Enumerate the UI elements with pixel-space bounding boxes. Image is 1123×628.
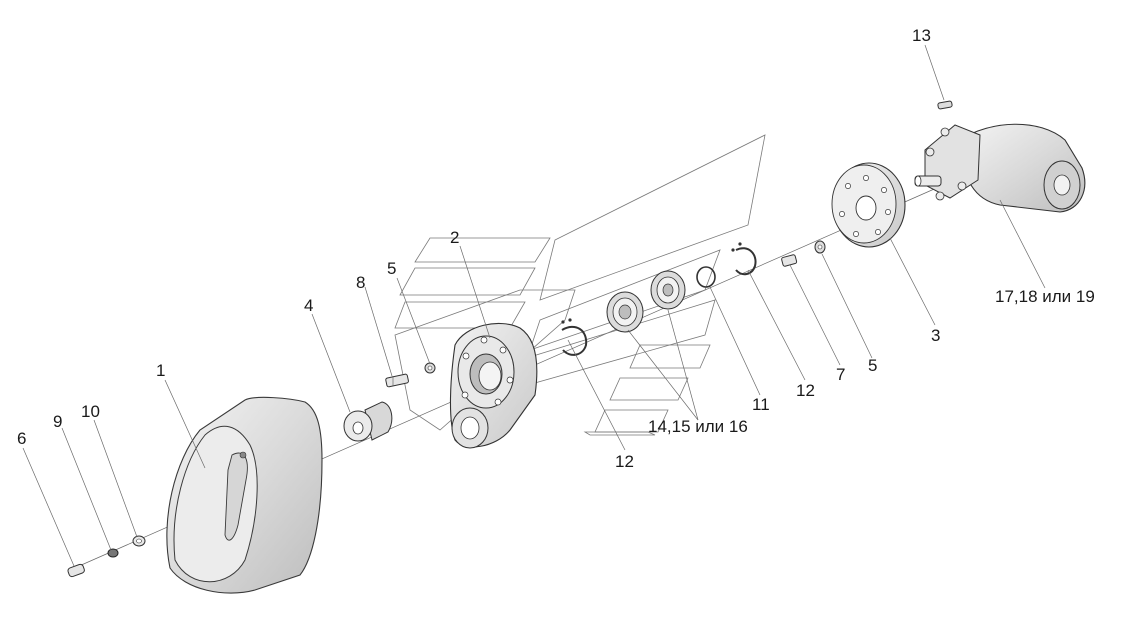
label-part-14-15-16: 14,15 или 16 (648, 417, 748, 436)
label-part-7: 7 (836, 365, 846, 384)
label-part-10: 10 (81, 402, 100, 421)
part-7-bolt (781, 254, 798, 267)
part-4-fitting (343, 401, 393, 442)
part-2-housing (449, 322, 538, 449)
leader-lines (22, 44, 1046, 567)
label-part-12-bottom: 12 (615, 452, 634, 471)
label-part-9: 9 (53, 412, 63, 431)
label-part-6: 6 (17, 429, 27, 448)
part-12-circlip-right (731, 242, 757, 276)
label-part-12-right: 12 (796, 381, 815, 400)
label-part-3: 3 (931, 326, 941, 345)
part-6-screw (67, 563, 85, 578)
label-part-5-right: 5 (868, 356, 878, 375)
label-part-8: 8 (356, 273, 366, 292)
label-part-17-18-19: 17,18 или 19 (995, 287, 1095, 306)
label-part-5-left: 5 (387, 259, 397, 278)
part-17-motor (914, 123, 1086, 213)
label-part-4: 4 (304, 296, 314, 315)
part-9-lock-washer (107, 548, 119, 558)
part-1-cover (166, 396, 323, 594)
part-10-washer (132, 535, 146, 547)
part-13-key (937, 100, 953, 110)
part-3-flange (831, 162, 906, 248)
label-part-13: 13 (912, 26, 931, 45)
part-14-bearing-1 (606, 291, 644, 333)
part-5-washer-right (814, 240, 826, 254)
part-11-ring (696, 266, 716, 288)
label-part-1: 1 (156, 361, 166, 380)
part-8-bolt (385, 373, 409, 388)
part-5-washer-left (424, 362, 436, 374)
label-part-11: 11 (752, 395, 770, 414)
label-part-2: 2 (450, 228, 460, 247)
part-14-bearing-2 (650, 270, 686, 310)
part-12-circlip-left (561, 318, 588, 356)
